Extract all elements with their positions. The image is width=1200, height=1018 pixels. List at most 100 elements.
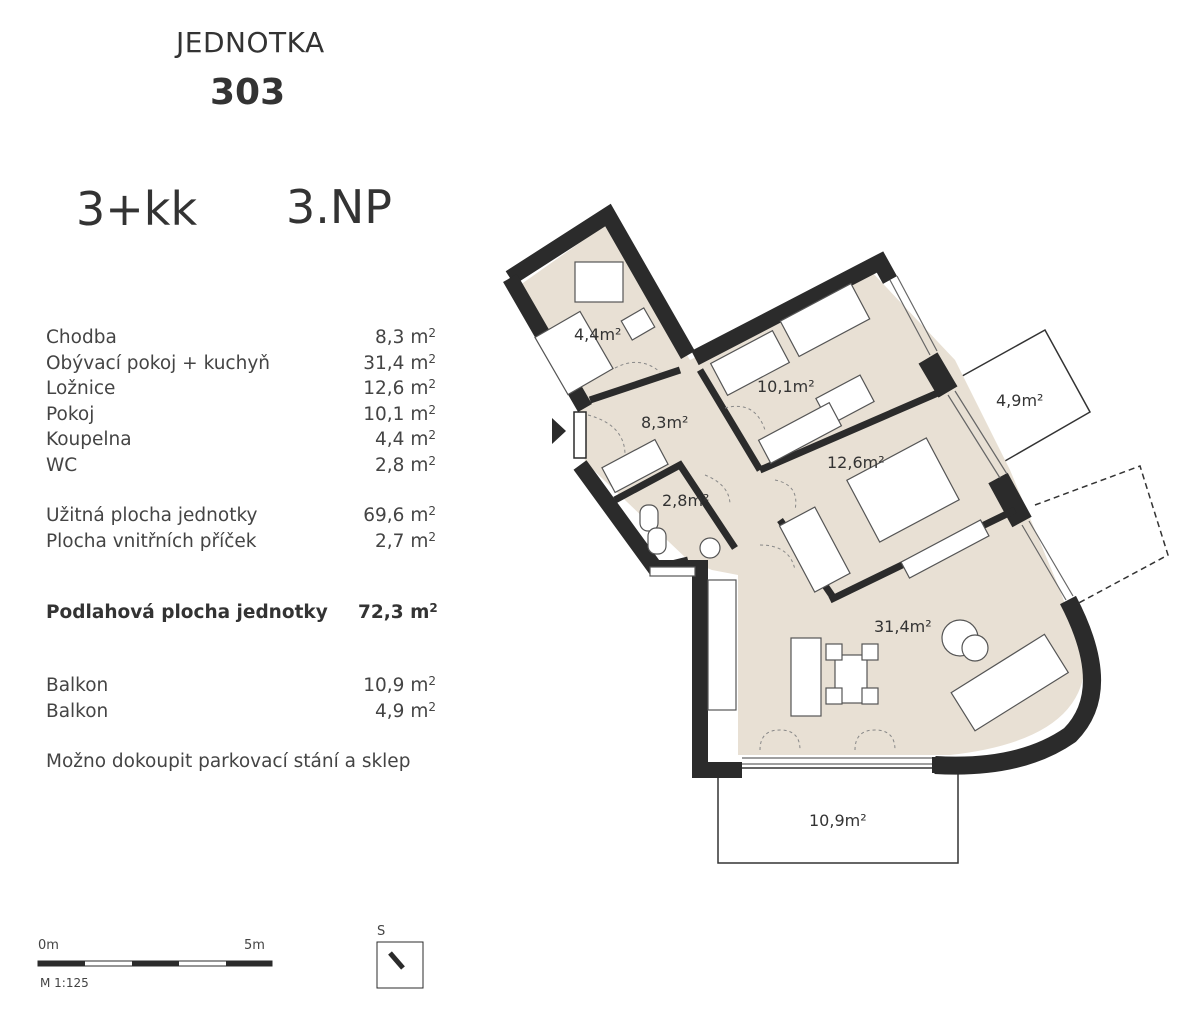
area-row: Obývací pokoj + kuchyň 31,4 m2 [46, 351, 436, 377]
floor-total-name: Podlahová plocha jednotky [46, 602, 328, 623]
scale-ratio: M 1:125 [40, 976, 89, 990]
toilet-icon [647, 527, 667, 555]
area-name: Chodba [46, 327, 117, 348]
door-living [759, 544, 796, 571]
area-value: 8,3 m2 [375, 326, 436, 348]
scale-segment [132, 961, 179, 966]
entry-door-frame [573, 411, 587, 459]
washing-machine-icon [699, 537, 721, 559]
area-row: WC 2,8 m2 [46, 453, 436, 479]
wall-curve [934, 595, 1101, 775]
summary-area-list: Užitná plocha jednotky 69,6 m2 Plocha vni… [46, 503, 436, 554]
area-value: 2,7 m2 [375, 529, 436, 552]
wardrobe-room-icon [709, 329, 791, 397]
label-balcony-small: 4,9m² [996, 391, 1043, 410]
purchase-note: Možno dokoupit parkovací stání a sklep [46, 751, 411, 772]
shelf-hall-icon [601, 438, 669, 494]
area-value: 4,9 m2 [375, 699, 436, 722]
entry-arrow-icon [552, 418, 566, 444]
area-row: Balkon 4,9 m2 [46, 699, 436, 725]
doors [587, 361, 896, 751]
chair-icon [825, 687, 843, 705]
door-wc [704, 474, 731, 506]
door-bath [614, 361, 661, 373]
area-value: 4,4 m2 [375, 428, 436, 450]
bed-icon [846, 437, 960, 543]
label-living: 31,4m² [874, 617, 932, 636]
wall-bath-top [505, 203, 695, 359]
compass-needle-icon [388, 951, 405, 970]
label-bedroom: 12,6m² [827, 453, 885, 472]
chair-icon [825, 643, 843, 661]
wardrobe-bedroom-icon [778, 506, 851, 593]
area-name: Balkon [46, 675, 109, 696]
door-entry [587, 414, 626, 456]
wall-pillar-2 [988, 472, 1032, 528]
area-name: Obývací pokoj + kuchyň [46, 352, 271, 374]
scale-segment [226, 961, 272, 966]
floor-label: 3.NP [286, 180, 393, 234]
layout-type: 3+kk [76, 182, 198, 236]
label-balcony-large: 10,9m² [809, 811, 867, 830]
furniture [534, 261, 1070, 732]
area-row: Užitná plocha jednotky 69,6 m2 [46, 503, 436, 529]
area-name: Pokoj [46, 403, 95, 425]
area-value: 10,1 m2 [363, 402, 436, 425]
unit-number: 303 [210, 72, 286, 113]
area-name: WC [46, 454, 78, 476]
area-name: Plocha vnitřních příček [46, 530, 257, 552]
area-row: Pokoj 10,1 m2 [46, 402, 436, 428]
window-bottom [742, 757, 932, 765]
area-value: 31,4 m2 [363, 351, 436, 374]
label-wc: 2,8m² [662, 491, 709, 510]
toilet-icon [639, 504, 659, 532]
window-bedroom [947, 390, 1008, 479]
window-living [1021, 520, 1074, 601]
area-value: 2,8 m2 [375, 453, 436, 476]
sofa-living-icon [950, 633, 1070, 732]
area-row: Balkon 10,9 m2 [46, 673, 436, 699]
scale-start-label: 0m [38, 938, 59, 953]
area-name: Ložnice [46, 378, 116, 399]
door-balcony-2 [854, 729, 896, 751]
door-balcony-1 [759, 729, 801, 751]
door-room [724, 405, 766, 431]
label-hall: 8,3m² [641, 413, 688, 432]
window-room [889, 275, 938, 356]
area-value: 69,6 m2 [363, 504, 436, 526]
scale-segment [38, 961, 85, 966]
balcony-large-outline [717, 767, 959, 864]
compass-label: S [377, 924, 386, 939]
chair-icon [861, 687, 879, 705]
area-name: Koupelna [46, 429, 132, 450]
bathtub-icon [534, 310, 614, 396]
wall-entry-left [573, 460, 742, 778]
wall-room-top [691, 251, 897, 366]
tv-bench-icon [900, 519, 990, 579]
coffee-table-icon [961, 634, 989, 662]
sink-icon [620, 307, 656, 341]
wall-bath-hall [588, 366, 682, 404]
scale-bar [37, 960, 273, 967]
compass [376, 941, 424, 989]
unit-label: JEDNOTKA [176, 26, 325, 59]
area-name: Balkon [46, 700, 109, 722]
area-value: 10,9 m2 [363, 674, 436, 696]
sofa-room-icon [779, 282, 871, 358]
floor-total-value: 72,3 m2 [358, 601, 438, 623]
area-name: Užitná plocha jednotky [46, 505, 258, 526]
wall-room-bedroom [758, 388, 942, 474]
floor-area [520, 225, 1085, 755]
wall-wc [613, 460, 738, 550]
room-area-list: Chodba 8,3 m2 Obývací pokoj + kuchyň 31,4 … [46, 325, 436, 478]
label-room: 10,1m² [757, 377, 815, 396]
area-row: Koupelna 4,4 m2 [46, 427, 436, 453]
chair-icon [861, 643, 879, 661]
kitchen-counter-icon [707, 579, 737, 711]
kitchen-island-icon [790, 637, 822, 717]
windows [742, 275, 1074, 765]
door-bedroom [774, 479, 797, 511]
scale-end-label: 5m [244, 938, 265, 953]
